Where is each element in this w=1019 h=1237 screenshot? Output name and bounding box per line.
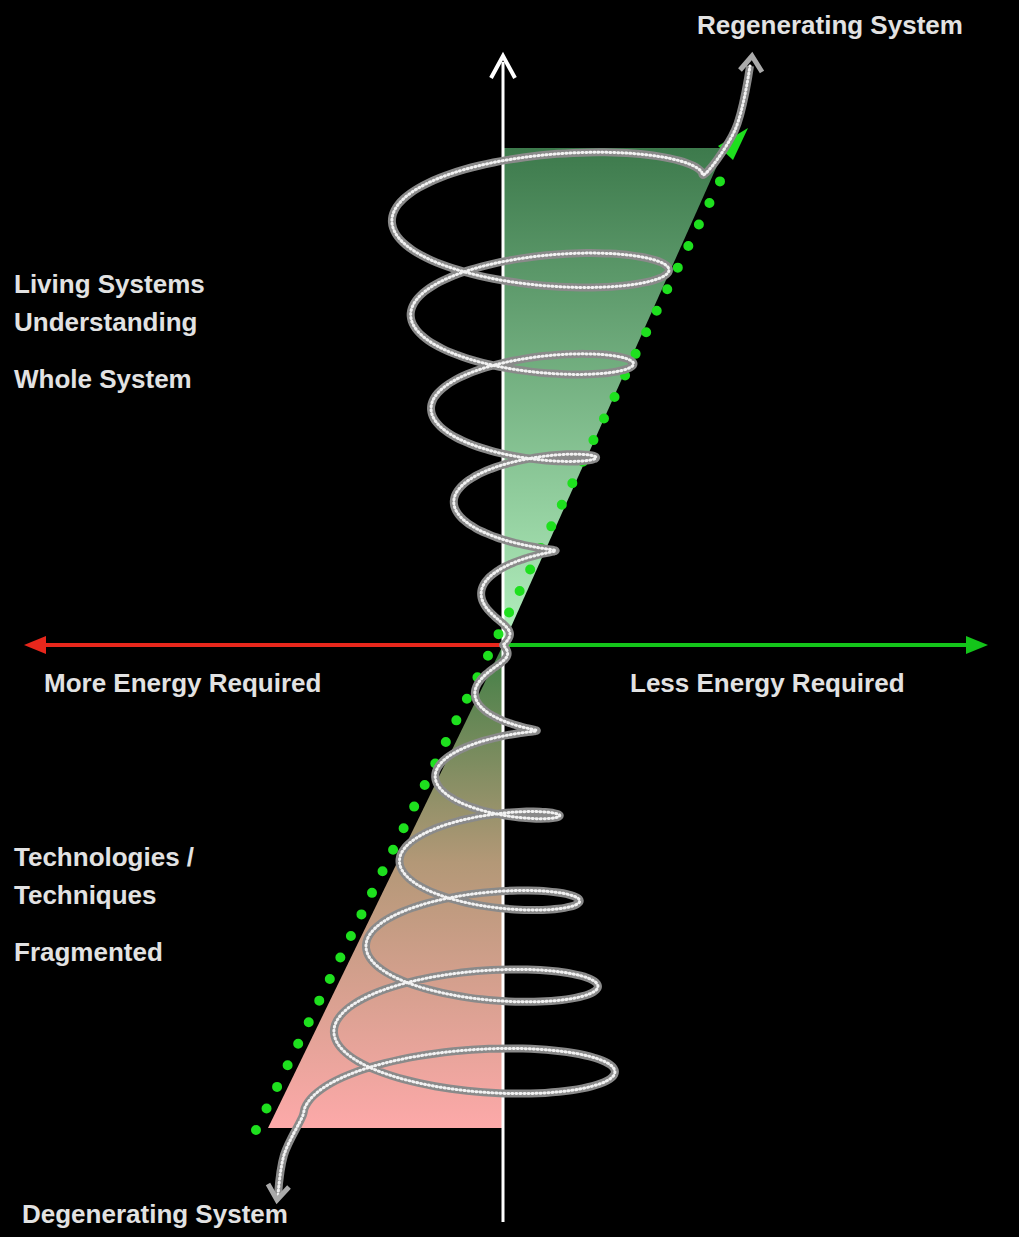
axis-label: More Energy Required bbox=[44, 664, 384, 702]
axis-label: Whole System bbox=[14, 360, 254, 398]
spiral bbox=[268, 56, 762, 1200]
spiral-dots bbox=[278, 66, 750, 1195]
less-energy-axis bbox=[503, 643, 968, 647]
axis-label: Regenerating System bbox=[697, 6, 1017, 44]
axis-label: Less Energy Required bbox=[630, 664, 970, 702]
trend-dotted-line bbox=[256, 165, 728, 1130]
spiral-path bbox=[278, 66, 750, 1195]
axis-label: Degenerating System bbox=[22, 1195, 342, 1233]
spiral-arrowhead bbox=[268, 1184, 289, 1200]
more-energy-arrowhead bbox=[24, 636, 46, 654]
more-energy-axis bbox=[42, 643, 503, 647]
spiral-arrowhead bbox=[740, 56, 762, 72]
axis-label: Fragmented bbox=[14, 933, 234, 971]
less-energy-arrowhead bbox=[966, 636, 988, 654]
axis-label: Technologies / Techniques bbox=[14, 838, 229, 914]
axis-arrowhead bbox=[491, 56, 515, 78]
axis-label: Living Systems Understanding bbox=[14, 265, 259, 341]
degenerating-wedge bbox=[268, 645, 503, 1128]
